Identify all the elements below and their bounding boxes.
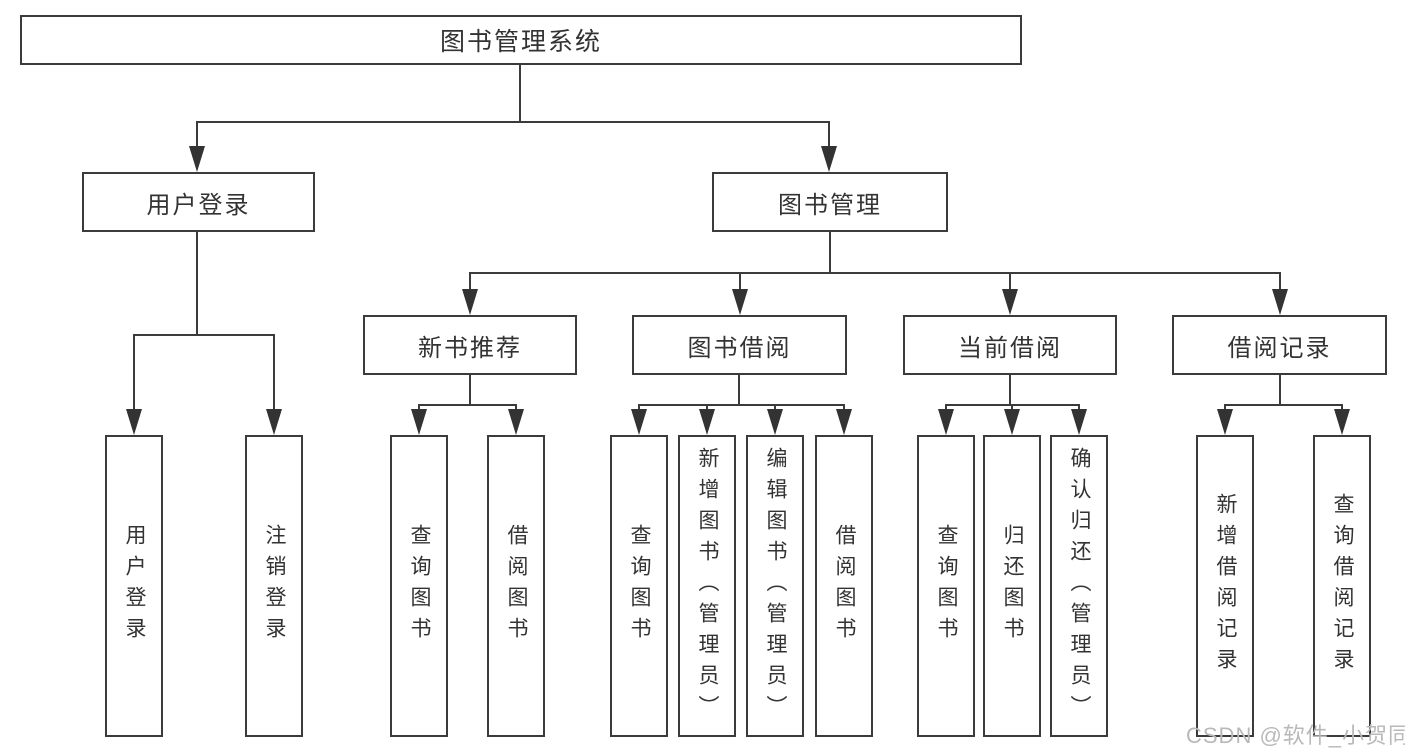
arrowhead-icon: [266, 409, 282, 435]
connector-userlogin-branch: [133, 334, 275, 336]
arrowhead-icon: [938, 409, 954, 435]
connector-drop: [843, 404, 845, 411]
connector-records-branch: [1224, 404, 1343, 406]
node-label: 新增借阅记录: [1214, 493, 1237, 679]
connector-drop: [515, 404, 517, 411]
connector-drop-leaf-user-login: [133, 334, 135, 411]
connector-drop: [774, 404, 776, 411]
connector-drop-book-borrowing: [739, 272, 741, 291]
connector-drop-user-login: [196, 121, 198, 148]
node-new-book-recommendation: 新书推荐: [363, 315, 577, 375]
node-label: 新书推荐: [418, 334, 522, 362]
arrowhead-icon: [1002, 289, 1018, 315]
csdn-watermark: CSDN @软件_小贺同学: [1186, 723, 1405, 748]
node-book-management: 图书管理: [712, 172, 948, 232]
node-library-management-system: 图书管理系统: [20, 15, 1022, 65]
node-label: 编辑图书（管理员）: [764, 446, 787, 726]
arrowhead-icon: [411, 409, 427, 435]
connector-records-stem: [1279, 375, 1281, 406]
connector-drop: [945, 404, 947, 411]
arrowhead-icon: [462, 289, 478, 315]
arrowhead-icon: [189, 146, 205, 172]
node-current-borrowing: 当前借阅: [903, 315, 1117, 375]
node-label: 借阅记录: [1227, 334, 1332, 362]
node-leaf-borrow-books-recommend: 借阅图书: [487, 435, 545, 737]
connector-drop-borrowing-records: [1279, 272, 1281, 291]
node-leaf-edit-books-admin: 编辑图书（管理员）: [746, 435, 804, 737]
connector-drop: [1224, 404, 1226, 411]
connector-drop: [418, 404, 420, 411]
node-borrowing-records: 借阅记录: [1172, 315, 1387, 375]
connector-bookmgmt-branch: [469, 272, 1281, 274]
connector-root-stem: [519, 65, 521, 123]
node-label: 查询图书: [935, 524, 958, 648]
arrowhead-icon: [699, 409, 715, 435]
node-label: 查询图书: [408, 524, 431, 648]
connector-drop-leaf-logout: [273, 334, 275, 411]
arrowhead-icon: [1004, 409, 1020, 435]
node-leaf-query-borrow-record: 查询借阅记录: [1313, 435, 1371, 737]
arrowhead-icon: [732, 289, 748, 315]
arrowhead-icon: [821, 146, 837, 172]
node-leaf-query-books-borrowing: 查询图书: [610, 435, 668, 737]
node-label: 查询借阅记录: [1331, 493, 1354, 679]
connector-drop: [706, 404, 708, 411]
connector-borrowing-stem: [738, 375, 740, 406]
connector-recommend-stem: [469, 375, 471, 406]
node-label: 新增图书（管理员）: [696, 446, 719, 726]
node-label: 图书借阅: [687, 334, 792, 362]
node-label: 确认归还（管理员）: [1068, 446, 1091, 726]
node-leaf-confirm-return-admin: 确认归还（管理员）: [1050, 435, 1108, 737]
connector-drop: [1011, 404, 1013, 411]
node-leaf-logout: 注销登录: [245, 435, 303, 737]
node-user-login: 用户登录: [82, 172, 315, 232]
connector-drop-book-management: [828, 121, 830, 148]
node-label: 图书管理: [778, 191, 882, 219]
node-label: 归还图书: [1001, 524, 1024, 648]
arrowhead-icon: [1071, 409, 1087, 435]
arrowhead-icon: [767, 409, 783, 435]
node-label: 当前借阅: [958, 334, 1062, 362]
connector-borrowing-branch: [638, 404, 845, 406]
node-leaf-query-books-current: 查询图书: [917, 435, 975, 737]
node-label: 查询图书: [628, 524, 651, 648]
connector-drop: [1341, 404, 1343, 411]
node-leaf-query-books-recommend: 查询图书: [390, 435, 448, 737]
node-leaf-user-login: 用户登录: [105, 435, 163, 737]
arrowhead-icon: [1334, 409, 1350, 435]
node-label: 注销登录: [263, 524, 286, 648]
connector-drop: [1078, 404, 1080, 411]
node-label: 用户登录: [123, 524, 146, 648]
connector-current-stem: [1009, 375, 1011, 406]
arrowhead-icon: [1217, 409, 1233, 435]
node-label: 借阅图书: [505, 524, 528, 648]
arrowhead-icon: [836, 409, 852, 435]
node-label: 借阅图书: [833, 524, 856, 648]
node-leaf-add-books-admin: 新增图书（管理员）: [678, 435, 736, 737]
node-book-borrowing: 图书借阅: [632, 315, 847, 375]
arrowhead-icon: [1272, 289, 1288, 315]
node-leaf-add-borrow-record: 新增借阅记录: [1196, 435, 1254, 737]
node-label: 用户登录: [146, 191, 251, 219]
connector-drop-current-borrowing: [1009, 272, 1011, 291]
node-leaf-borrow-books-borrowing: 借阅图书: [815, 435, 873, 737]
connector-userlogin-stem: [196, 232, 198, 336]
arrowhead-icon: [126, 409, 142, 435]
node-leaf-return-books: 归还图书: [983, 435, 1041, 737]
connector-drop: [638, 404, 640, 411]
connector-root-branch: [196, 121, 830, 123]
node-label: 图书管理系统: [439, 28, 602, 56]
arrowhead-icon: [631, 409, 647, 435]
connector-drop-new-book: [469, 272, 471, 291]
connector-bookmgmt-stem: [829, 232, 831, 274]
connector-recommend-branch: [418, 404, 517, 406]
arrowhead-icon: [508, 409, 524, 435]
